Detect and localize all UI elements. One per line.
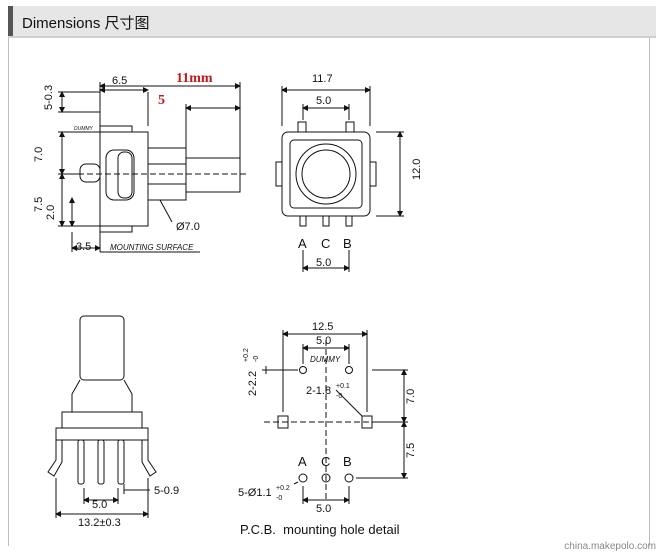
label-2-1-8-tol-down: -0 bbox=[336, 393, 342, 400]
pcb-dummy-hole-right bbox=[345, 366, 353, 374]
label-12-5: 12.5 bbox=[312, 321, 333, 333]
label-7-5-pcb: 7.5 bbox=[405, 443, 417, 458]
label-pin-c-front: C bbox=[321, 236, 330, 251]
pcb-hole-a bbox=[298, 473, 308, 483]
label-2-2-2: 2-2.2 bbox=[247, 371, 259, 396]
front-inner-frame bbox=[289, 139, 363, 209]
bottom-view bbox=[47, 315, 157, 518]
pcb-hole-c bbox=[321, 473, 331, 483]
front-view bbox=[275, 86, 404, 272]
label-6-5: 6.5 bbox=[112, 75, 127, 87]
label-5: 5 bbox=[158, 93, 165, 108]
label-5-0-pcb-top: 5.0 bbox=[316, 335, 331, 347]
page-title: Dimensions 尺寸图 bbox=[22, 15, 150, 32]
label-7-0-pcb: 7.0 bbox=[405, 389, 417, 404]
header-panel: Dimensions 尺寸图 bbox=[8, 6, 656, 38]
pcb-view-labels: 12.5 5.0 DUMMY 2-2.2 +0.2 -0 2-1.8 +0.1 … bbox=[238, 321, 417, 537]
front-view-labels: 11.7 5.0 12.0 A C B 5.0 bbox=[298, 73, 423, 269]
label-5-0-front-top: 5.0 bbox=[316, 95, 331, 107]
label-11mm: 11mm bbox=[176, 71, 213, 86]
label-5-0-3: 5-0.3 bbox=[43, 85, 55, 110]
label-mounting-surface: MOUNTING SURFACE bbox=[110, 243, 194, 252]
label-13-2: 13.2±0.3 bbox=[78, 517, 121, 529]
bottom-view-labels: 5-0.9 5.0 13.2±0.3 bbox=[78, 485, 179, 529]
bottom-body-base bbox=[55, 427, 149, 441]
label-5-1-1-tol-up: +0.2 bbox=[276, 485, 290, 492]
pcb-dummy-hole-left bbox=[299, 366, 307, 374]
side-view-labels: 5-0.3 6.5 11mm 5 DUMMY 7.0 7.5 2.0 Ø7.0 … bbox=[33, 71, 213, 253]
side-pin bbox=[79, 163, 101, 183]
label-pin-a-pcb: A bbox=[298, 454, 307, 469]
label-5-0-bottom: 5.0 bbox=[92, 499, 107, 511]
label-2-2-2-tol-up: +0.2 bbox=[243, 348, 250, 362]
side-bottom-bracket bbox=[99, 226, 133, 233]
watermark: china.makepolo.com bbox=[564, 541, 656, 552]
label-11-7: 11.7 bbox=[312, 73, 333, 85]
label-5-0-front-bottom: 5.0 bbox=[316, 257, 331, 269]
label-dummy-pcb: DUMMY bbox=[310, 355, 341, 364]
label-3-5: 3.5 bbox=[76, 241, 91, 253]
pcb-hole-b bbox=[344, 473, 354, 483]
pcb-caption: P.C.B. mounting hole detail bbox=[240, 522, 400, 537]
label-pin-a-front: A bbox=[298, 236, 307, 251]
label-7-0-side: 7.0 bbox=[33, 147, 45, 162]
label-5-0-pcb-bottom: 5.0 bbox=[316, 503, 331, 515]
front-inner-ring bbox=[301, 149, 351, 199]
label-diameter-7: Ø7.0 bbox=[176, 221, 200, 233]
label-2-1-8-tol-up: +0.1 bbox=[336, 383, 350, 390]
side-body bbox=[99, 131, 149, 227]
label-12-0: 12.0 bbox=[411, 159, 423, 180]
label-pin-b-front: B bbox=[343, 236, 352, 251]
bottom-collar bbox=[71, 379, 133, 413]
label-7-5-side: 7.5 bbox=[33, 197, 45, 212]
header-accent-bar bbox=[8, 6, 13, 36]
drawing-frame bbox=[8, 38, 650, 546]
label-2-2-2-tol-down: -0 bbox=[253, 356, 260, 362]
label-2-0: 2.0 bbox=[45, 205, 57, 220]
side-slot bbox=[117, 151, 133, 199]
label-5-1-1: 5-Ø1.1 bbox=[238, 487, 272, 499]
label-2-1-8: 2-1.8 bbox=[306, 385, 331, 397]
side-slot-outer bbox=[105, 149, 135, 201]
front-body bbox=[281, 131, 371, 217]
bottom-body-top bbox=[61, 411, 143, 429]
bottom-shaft bbox=[79, 315, 125, 381]
label-pin-c-pcb: C bbox=[321, 454, 330, 469]
label-pin-b-pcb: B bbox=[343, 454, 352, 469]
side-view bbox=[58, 82, 246, 253]
front-outer-ring bbox=[295, 143, 357, 205]
side-top-bracket bbox=[99, 125, 133, 132]
label-5-0-9: 5-0.9 bbox=[154, 485, 179, 497]
label-5-1-1-tol-down: -0 bbox=[276, 495, 282, 502]
side-shaft bbox=[185, 157, 241, 193]
label-dummy-side: DUMMY bbox=[74, 126, 94, 132]
pcb-view bbox=[262, 330, 408, 504]
